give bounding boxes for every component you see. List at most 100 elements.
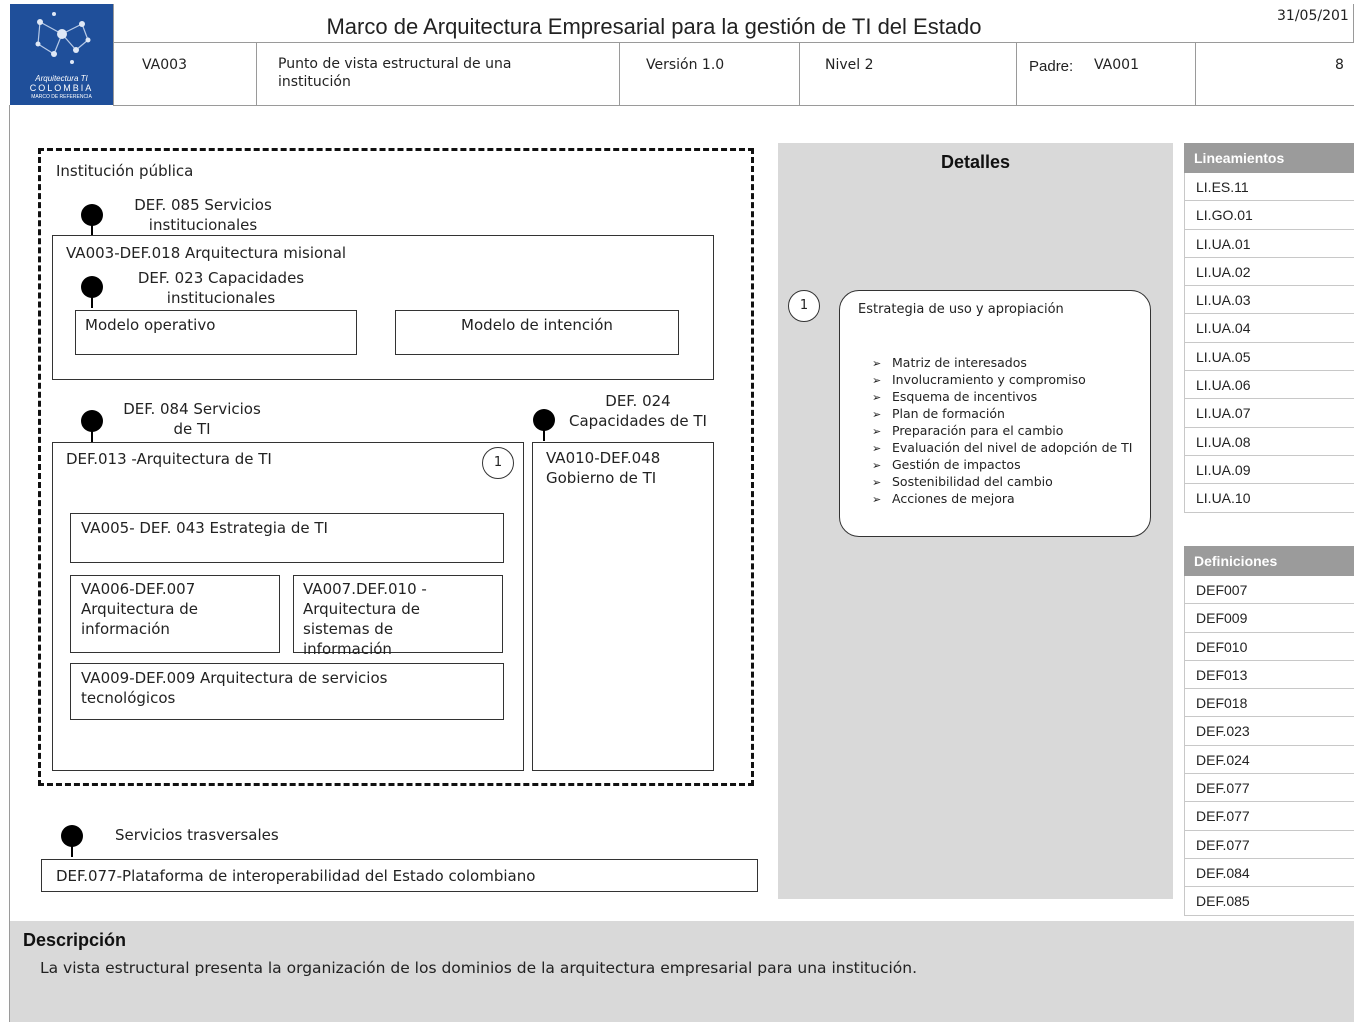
table-row[interactable]: LI.ES.11: [1184, 173, 1354, 202]
table-row[interactable]: DEF.077: [1184, 802, 1354, 831]
logo: Arquitectura TI COLOMBIA MARCO DE REFERE…: [10, 4, 113, 105]
list-item-label: Gestión de impactos: [892, 457, 1021, 472]
strategy-card: Estrategia de uso y apropiación ➢ Matriz …: [839, 290, 1151, 537]
table-row[interactable]: DEF010: [1184, 632, 1354, 661]
estrategia-ti-label: VA005- DEF. 043 Estrategia de TI: [81, 519, 328, 537]
list-item: ➢ Evaluación del nivel de adopción de TI: [872, 439, 1152, 456]
list-item: ➢Gestión de impactos: [872, 456, 1152, 473]
bullet-icon: ➢: [872, 425, 882, 438]
plataforma-box: [41, 859, 758, 892]
details-title: Detalles: [940, 152, 1011, 172]
table-row[interactable]: DEF.085: [1184, 887, 1354, 916]
logo-subtitle: MARCO DE REFERENCIA: [31, 94, 92, 100]
bullet-icon: ➢: [872, 374, 882, 387]
table-row[interactable]: LI.UA.09: [1184, 455, 1354, 485]
bullet-icon: ➢: [872, 357, 882, 370]
view-code: VA003: [142, 57, 187, 73]
servicios-trasversales-label: Servicios trasversales: [115, 826, 279, 844]
page-number: 8: [1335, 57, 1344, 73]
logo-text: Arquitectura TI: [35, 74, 88, 83]
definiciones-table: Definiciones DEF007 DEF009 DEF010 DEF013…: [1184, 546, 1354, 916]
def023-label: DEF. 023 Capacidades institucionales: [137, 269, 305, 307]
institution-label: Institución pública: [56, 162, 194, 180]
details-panel: Detalles 1 Estrategia de uso y apropiaci…: [778, 143, 1173, 899]
strategy-items: ➢ Matriz de interesados ➢ Involucramiento …: [872, 354, 1152, 507]
arq-misional-label: VA003-DEF.018 Arquitectura misional: [66, 244, 347, 262]
table-row[interactable]: LI.UA.04: [1184, 314, 1354, 343]
bullet-icon: ➢: [872, 476, 882, 489]
list-item-label: Esquema de incentivos: [892, 389, 1038, 404]
table-row[interactable]: LI.UA.05: [1184, 342, 1354, 372]
list-item-label: Matriz de interesados: [892, 355, 1027, 370]
title-bar: Marco de Arquitectura Empresarial para l…: [113, 4, 1354, 43]
table-row[interactable]: DEF007: [1184, 576, 1354, 605]
description-title: Descripción: [23, 930, 127, 950]
list-item-label: Acciones de mejora: [892, 491, 1015, 506]
interface-pin: [81, 410, 103, 442]
def024-label: DEF. 024 Capacidades de TI: [569, 392, 707, 430]
interface-pin: [533, 409, 555, 441]
def085-label: DEF. 085 Servicios institucionales: [134, 196, 272, 234]
table-row[interactable]: DEF.077: [1184, 774, 1354, 803]
level: Nivel 2: [825, 57, 874, 73]
table-row[interactable]: LI.UA.06: [1184, 371, 1354, 400]
list-item-label: Evaluación del nivel de adopción de TI: [892, 440, 1133, 455]
estrategia-ti-box: [70, 513, 504, 563]
lineamientos-table: Lineamientos LI.ES.11 LI.GO.01 LI.UA.01 …: [1184, 143, 1354, 513]
version: Versión 1.0: [646, 57, 725, 73]
table-row[interactable]: DEF013: [1184, 660, 1354, 690]
interface-pin: [81, 276, 103, 308]
modelo-intencion-box: [395, 310, 679, 355]
arq-sistemas-label: VA007.DEF.010 - Arquitectura de sistemas…: [303, 580, 427, 658]
list-item: ➢ Involucramiento y compromiso: [872, 371, 1152, 388]
table-row[interactable]: DEF.084: [1184, 858, 1354, 888]
table-row[interactable]: LI.UA.10: [1184, 484, 1354, 513]
parent-label: Padre:: [1029, 58, 1074, 75]
details-marker[interactable]: 1: [788, 290, 820, 322]
table-row[interactable]: DEF018: [1184, 689, 1354, 718]
page-title: Marco de Arquitectura Empresarial para l…: [326, 14, 982, 39]
bullet-icon: ➢: [872, 493, 882, 506]
table-row[interactable]: DEF.024: [1184, 745, 1354, 775]
modelo-intencion-label: Modelo de intención: [461, 316, 613, 334]
list-item-label: Preparación para el cambio: [892, 423, 1064, 438]
list-item: ➢ Preparación para el cambio: [872, 422, 1152, 439]
table-row[interactable]: LI.UA.01: [1184, 229, 1354, 258]
table-row[interactable]: LI.UA.02: [1184, 257, 1354, 287]
modelo-operativo-label: Modelo operativo: [85, 316, 216, 334]
gobierno-ti-label: VA010-DEF.048 Gobierno de TI: [546, 449, 661, 487]
bullet-icon: ➢: [872, 442, 882, 455]
lineamientos-header: Lineamientos: [1184, 143, 1354, 173]
interface-pin: [81, 204, 103, 236]
table-row[interactable]: LI.GO.01: [1184, 201, 1354, 230]
description-text: La vista estructural presenta la organiz…: [40, 959, 918, 977]
definiciones-header: Definiciones: [1184, 546, 1354, 576]
list-item: ➢ Acciones de mejora: [872, 490, 1152, 507]
parent-value: VA001: [1094, 57, 1139, 73]
description-panel: Descripción La vista estructural present…: [10, 921, 1354, 1022]
logo-country: COLOMBIA: [29, 83, 94, 93]
arq-sistemas-box: [293, 575, 503, 653]
view-name: Punto de vista estructural de una instit…: [278, 56, 512, 90]
table-row[interactable]: DEF.023: [1184, 717, 1354, 746]
list-item: ➢ Matriz de interesados: [872, 354, 1152, 371]
interface-pin: [61, 825, 83, 857]
table-row[interactable]: LI.UA.07: [1184, 399, 1354, 428]
strategy-card-title: Estrategia de uso y apropiación: [858, 302, 1064, 317]
arq-servicios-tec-box: [70, 663, 504, 720]
date: 31/05/201: [1277, 8, 1349, 24]
table-row[interactable]: DEF.077: [1184, 830, 1354, 859]
plataforma-label: DEF.077-Plataforma de interoperabilidad …: [56, 867, 536, 885]
arq-informacion-label: VA006-DEF.007 Arquitectura de informació…: [81, 580, 198, 638]
table-row[interactable]: LI.UA.08: [1184, 427, 1354, 456]
gobierno-ti-box: [532, 442, 714, 771]
institution-boundary: [38, 148, 754, 786]
bullet-icon: ➢: [872, 391, 882, 404]
arq-servicios-tec-label: VA009-DEF.009 Arquitectura de servicios …: [81, 669, 388, 707]
table-row[interactable]: DEF009: [1184, 604, 1354, 633]
table-row[interactable]: LI.UA.03: [1184, 286, 1354, 315]
list-item-label: Plan de formación: [892, 406, 1005, 421]
arq-ti-label: DEF.013 -Arquitectura de TI: [66, 450, 272, 468]
list-item-label: Involucramiento y compromiso: [892, 372, 1086, 387]
detail-marker[interactable]: 1: [482, 447, 514, 479]
